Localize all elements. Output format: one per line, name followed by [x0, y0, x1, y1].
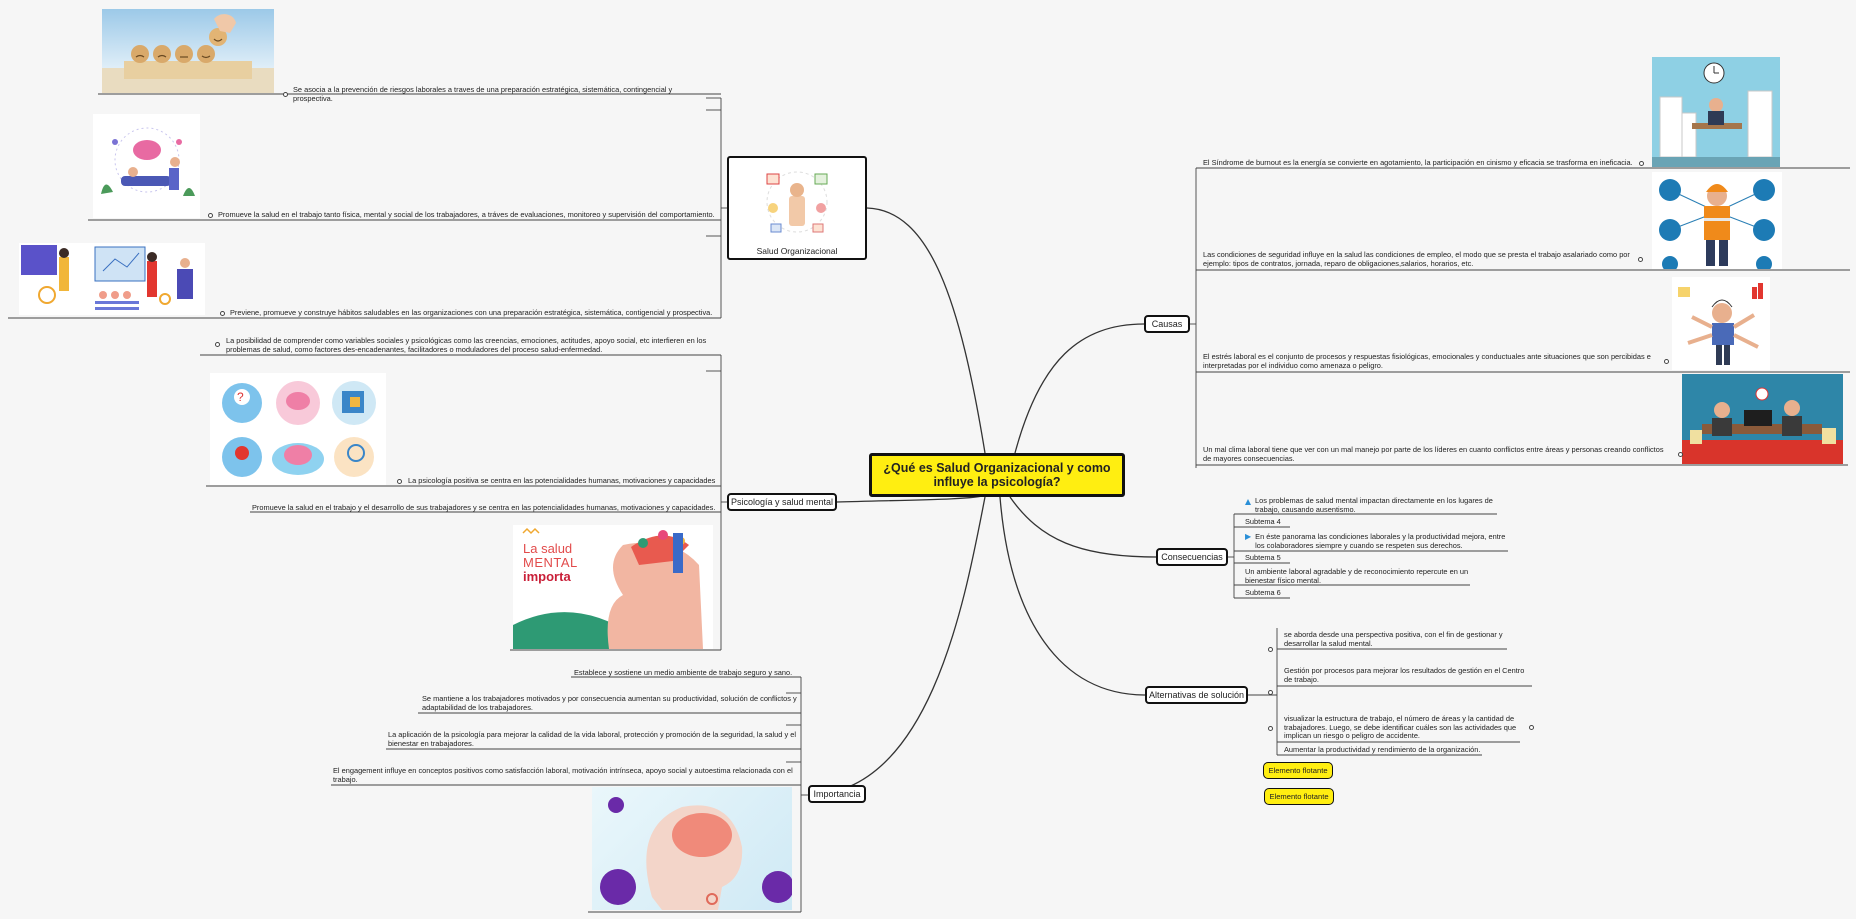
poster-line-1: La salud — [523, 541, 573, 556]
causas-item-3: El estrés laboral es el conjunto de proc… — [1203, 352, 1669, 370]
salud-org-item-1: Se asocia a la prevención de riesgos lab… — [283, 85, 713, 103]
salud-org-item-3: Previene, promueve y construye hábitos s… — [220, 308, 720, 318]
stress-image — [1672, 277, 1770, 370]
importancia-topic[interactable]: Importancia — [808, 785, 866, 803]
collapse-circle-icon[interactable] — [1529, 725, 1534, 731]
emoji-faces-image — [102, 9, 274, 93]
floating-element-1[interactable]: Elemento flotante — [1263, 762, 1333, 779]
burnout-image — [1652, 57, 1780, 167]
alternativas-item-4: Aumentar la productividad y rendimiento … — [1284, 745, 1481, 754]
mental-health-illustration — [93, 114, 200, 218]
consecuencias-item-3: Un ambiente laboral agradable y de recon… — [1245, 567, 1469, 585]
collapse-circle-icon[interactable] — [220, 310, 225, 316]
safety-worker-image — [1652, 172, 1782, 269]
collapse-circle-icon[interactable] — [215, 342, 220, 347]
psicologia-item-3: Promueve la salud en el trabajo y el des… — [252, 503, 716, 512]
causas-item-1: El Síndrome de burnout es la energía se … — [1203, 158, 1649, 168]
collapse-circle-icon[interactable] — [283, 92, 288, 98]
collapse-circle-icon[interactable] — [208, 212, 213, 218]
collapse-circle-icon[interactable] — [1268, 726, 1273, 731]
central-topic[interactable]: ¿Qué es Salud Organizacional y como infl… — [869, 453, 1125, 497]
psicologia-item-1: La posibilidad de comprender como variab… — [215, 336, 715, 354]
alternativas-topic[interactable]: Alternativas de solución — [1145, 686, 1248, 704]
svg-text:?: ? — [237, 390, 244, 404]
importancia-item-2: Se mantiene a los trabajadores motivados… — [422, 694, 797, 712]
consecuencias-item-1: Los problemas de salud mental impactan d… — [1245, 496, 1495, 514]
bad-climate-image — [1682, 374, 1843, 464]
salud-org-item-2: Promueve la salud en el trabajo tanto fí… — [208, 210, 718, 220]
poster-line-3: importa — [523, 569, 571, 584]
collapse-circle-icon[interactable] — [1638, 257, 1643, 263]
psicologia-topic[interactable]: Psicología y salud mental — [727, 493, 837, 511]
flag-icon — [1245, 499, 1251, 505]
collapse-circle-icon[interactable] — [397, 478, 402, 484]
collapse-circle-icon[interactable] — [1268, 647, 1273, 652]
consecuencias-subtema-4: Subtema 4 — [1245, 517, 1281, 526]
salud-organizacional-topic[interactable]: Salud Organizacional — [727, 156, 867, 260]
consecuencias-topic[interactable]: Consecuencias — [1156, 548, 1228, 566]
consecuencias-subtema-6: Subtema 6 — [1245, 588, 1281, 597]
salud-mental-poster: La salud MENTAL importa — [513, 525, 713, 649]
causas-item-2: Las condiciones de seguridad influye en … — [1203, 250, 1643, 268]
alternativas-item-1: se aborda desde una perspectiva positiva… — [1284, 630, 1503, 648]
collapse-circle-icon[interactable] — [1678, 452, 1683, 458]
causas-item-4: Un mal clima laboral tiene que ver con u… — [1203, 445, 1683, 463]
alternativas-item-2: Gestión por procesos para mejorar los re… — [1284, 666, 1525, 684]
causas-topic[interactable]: Causas — [1144, 315, 1190, 333]
positive-psychology-illustration: ? — [210, 373, 386, 485]
floating-element-2[interactable]: Elemento flotante — [1264, 788, 1334, 805]
collapse-circle-icon[interactable] — [1638, 160, 1644, 166]
salud-organizacional-image — [761, 164, 833, 240]
brain-virus-illustration — [592, 787, 792, 910]
salud-organizacional-label: Salud Organizacional — [756, 246, 838, 256]
importancia-item-1: Establece y sostiene un medio ambiente d… — [574, 668, 793, 677]
psicologia-item-2: La psicología positiva se centra en las … — [397, 476, 717, 486]
poster-line-2: MENTAL — [523, 555, 578, 570]
collapse-circle-icon[interactable] — [1664, 359, 1669, 365]
alternativas-item-3: visualizar la estructura de trabajo, el … — [1284, 714, 1534, 741]
importancia-item-3: La aplicación de la psicología para mejo… — [388, 730, 796, 748]
consecuencias-subtema-5: Subtema 5 — [1245, 553, 1281, 562]
collapse-circle-icon[interactable] — [1268, 690, 1273, 695]
importancia-item-4: El engagement influye en conceptos posit… — [333, 766, 793, 784]
consecuencias-item-2: ▶ En éste panorama las condiciones labor… — [1245, 532, 1506, 550]
workplace-habits-illustration — [19, 243, 205, 315]
arrow-right-icon: ▶ — [1245, 532, 1252, 541]
